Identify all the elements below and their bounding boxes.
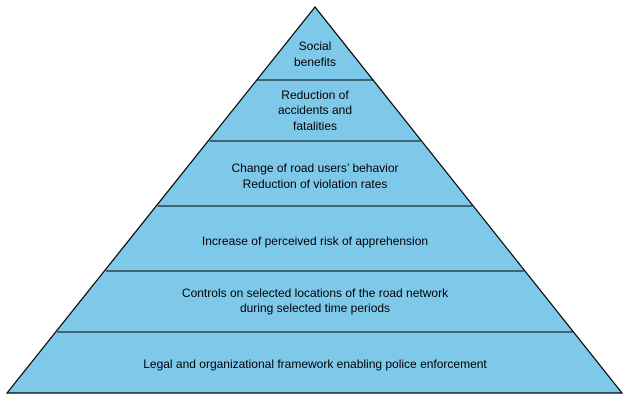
level-accident-reduction-line-2: accidents and <box>278 103 352 117</box>
level-perceived-risk-line-1: Increase of perceived risk of apprehensi… <box>202 234 428 248</box>
pyramid-body <box>5 6 624 394</box>
level-social-benefits-line-2: benefits <box>294 55 336 69</box>
level-behavior-change-line-1: Change of road users’ behavior <box>232 161 399 175</box>
level-behavior-change-line-2: Reduction of violation rates <box>243 177 388 191</box>
level-legal-framework-line-1: Legal and organizational framework enabl… <box>143 357 487 371</box>
level-social-benefits-line-1: Social <box>299 39 332 53</box>
level-accident-reduction-line-3: fatalities <box>293 119 337 133</box>
level-accident-reduction-line-1: Reduction of <box>281 88 349 102</box>
level-controls-line-2: during selected time periods <box>240 301 390 315</box>
level-controls-line-1: Controls on selected locations of the ro… <box>182 286 449 300</box>
